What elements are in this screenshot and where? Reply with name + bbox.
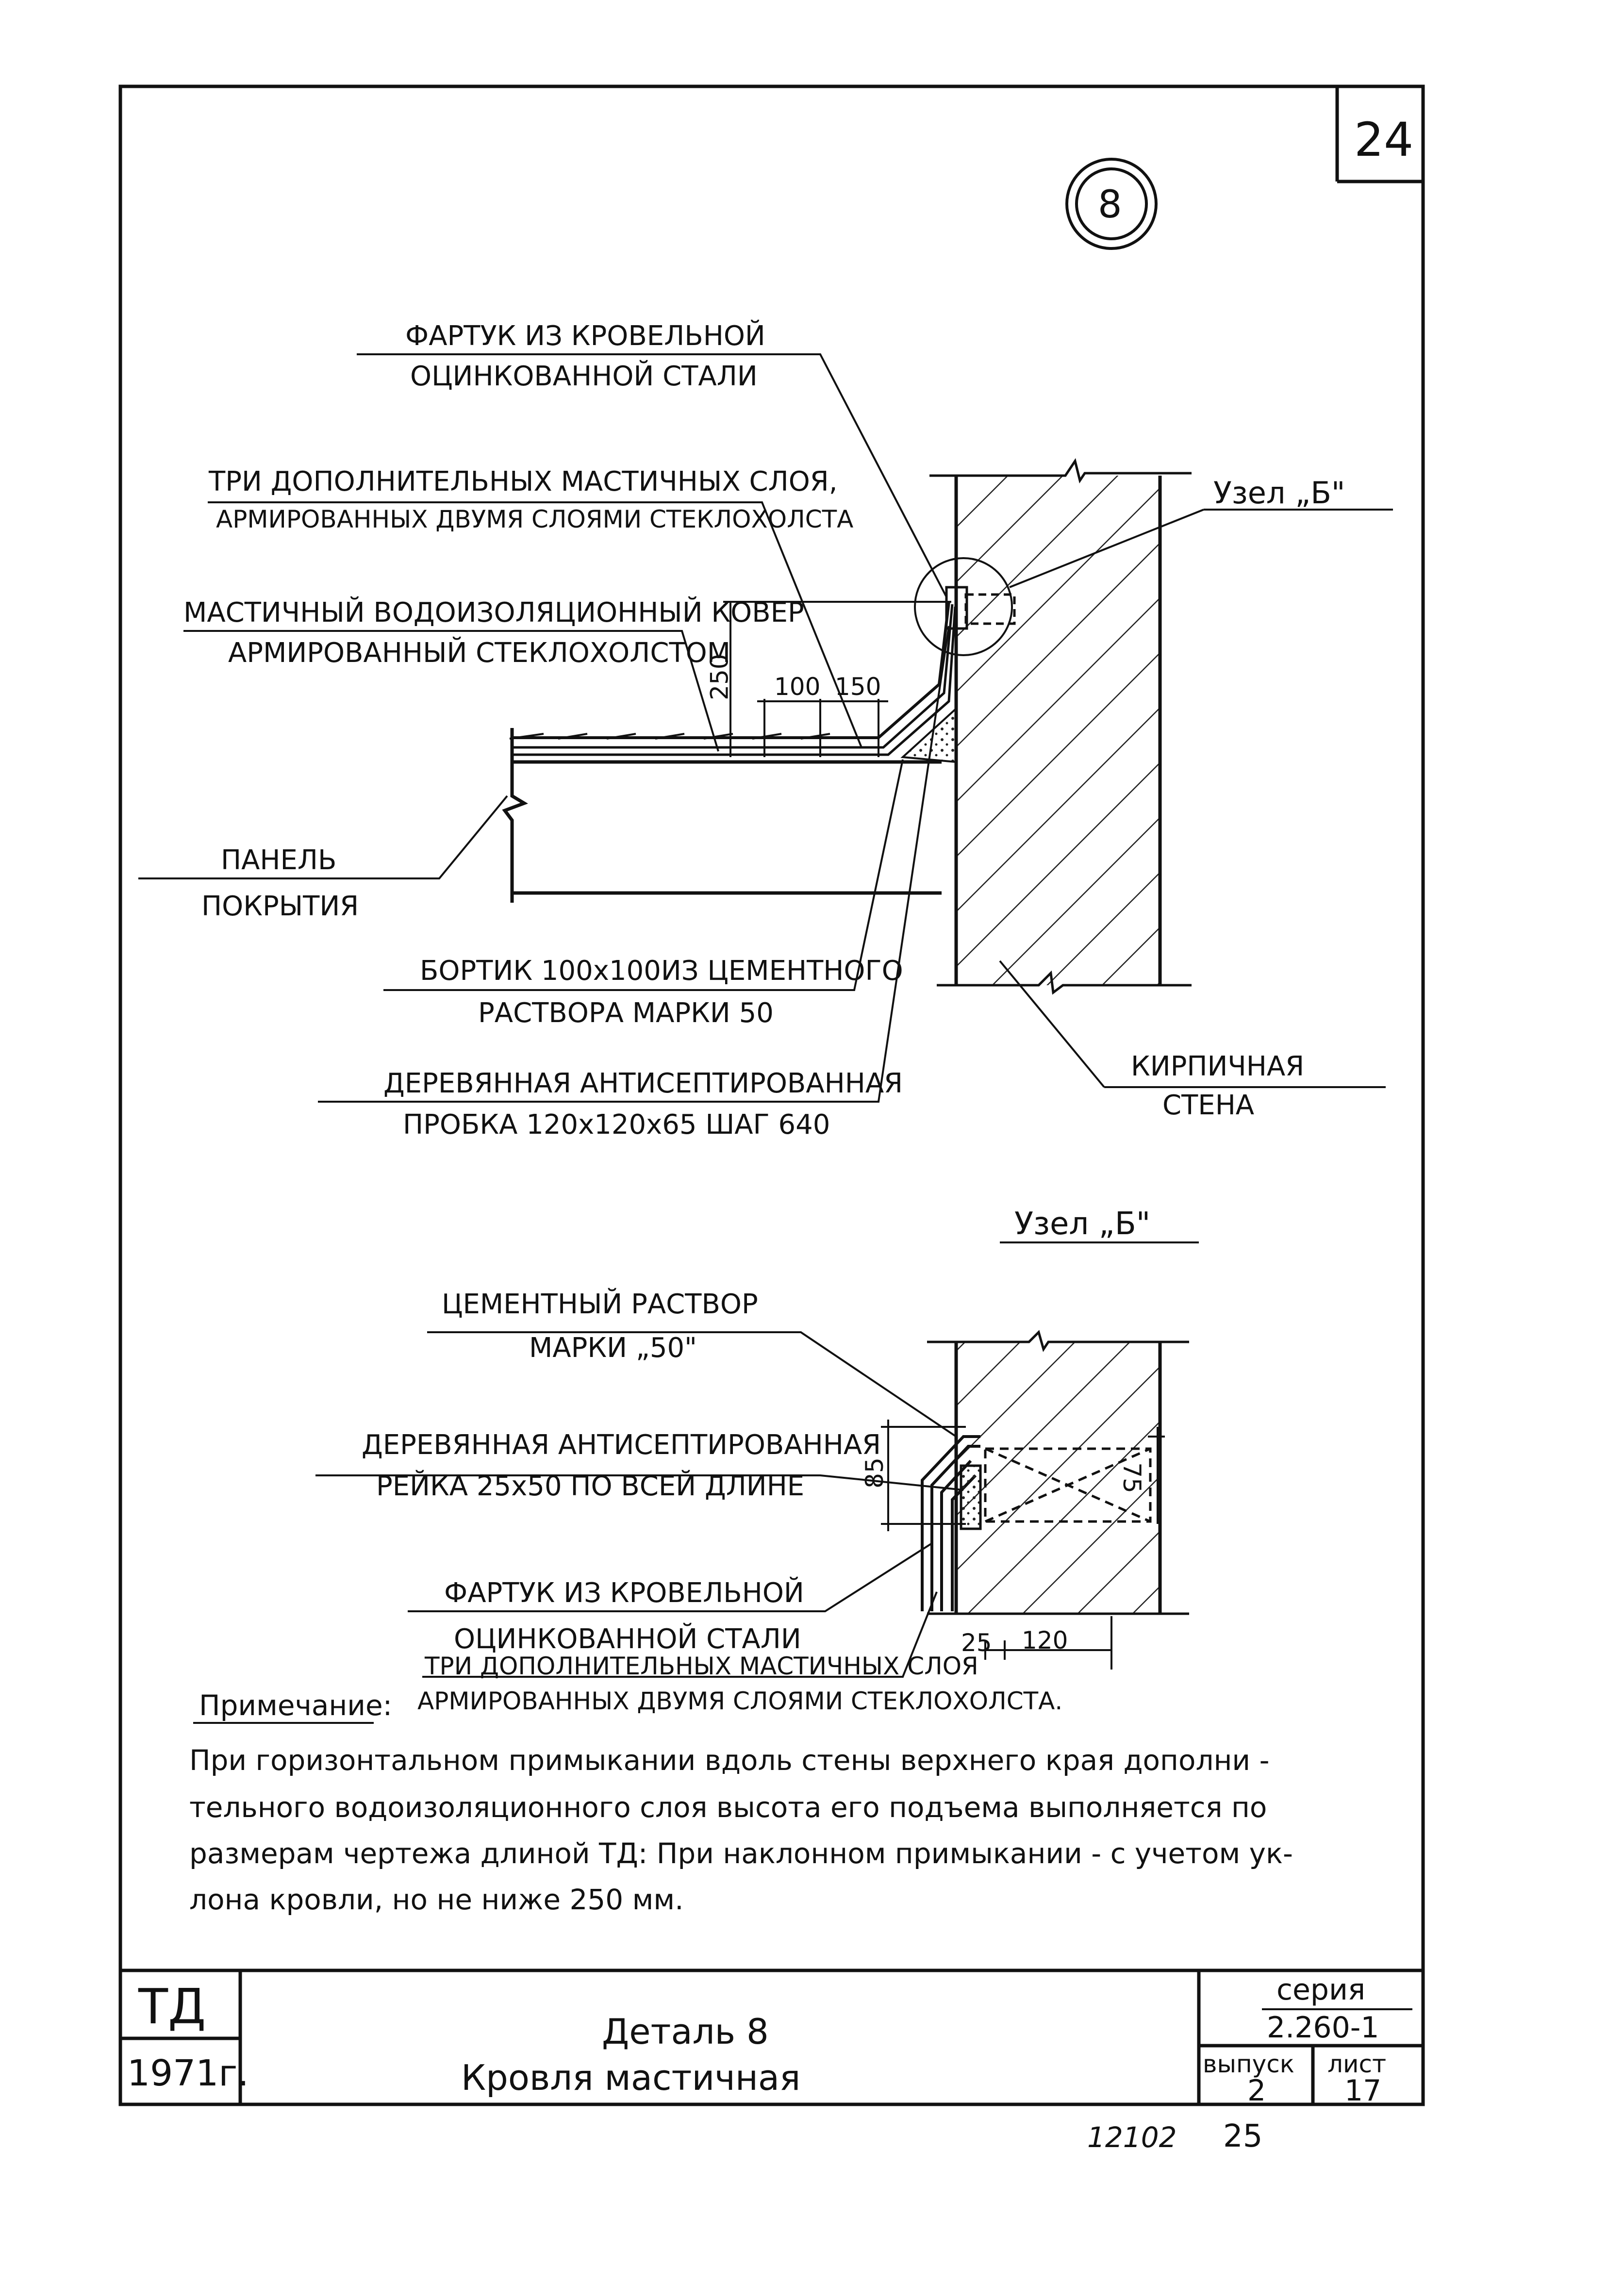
- tb-year: 1971г.: [127, 2052, 249, 2094]
- label-wall-1: КИРПИЧНАЯ: [1131, 1051, 1305, 1082]
- label-layers-1: ТРИ ДОПОЛНИТЕЛЬНЫХ МАСТИЧНЫХ СЛОЯ,: [209, 466, 838, 497]
- label-panel-1: ПАНЕЛЬ: [221, 844, 337, 876]
- tb-series-value: 2.260-1: [1267, 2011, 1379, 2045]
- note-line-3: размерам чертежа длиной ТД: При наклонно…: [189, 1837, 1293, 1870]
- note-line-2: тельного водоизоляционного слоя высота е…: [189, 1791, 1267, 1824]
- footer-page: 25: [1223, 2118, 1263, 2154]
- node-label-apron-1: ФАРТУК ИЗ КРОВЕЛЬНОЙ: [444, 1577, 804, 1609]
- dim-75: 75: [1117, 1462, 1146, 1493]
- dim-85: 85: [860, 1457, 889, 1488]
- label-plug-2: ПРОБКА 120х120х65 ШАГ 640: [403, 1109, 830, 1141]
- label-carpet-1: МАСТИЧНЫЙ ВОДОИЗОЛЯЦИОННЫЙ КОВЕР: [183, 597, 804, 628]
- label-node-ref: Узел „Б": [1213, 475, 1345, 511]
- main-leader-lines: [138, 353, 1393, 1103]
- brick-wall-node: [927, 1330, 1189, 1615]
- node-dimension-lines: [881, 1420, 1165, 1670]
- dim-250: 250: [705, 654, 734, 700]
- label-layers-2: АРМИРОВАННЫХ ДВУМЯ СЛОЯМИ СТЕКЛОХОЛСТА: [216, 505, 854, 533]
- dim-25: 25: [961, 1629, 992, 1657]
- node-label-batten-2: РЕЙКА 25х50 ПО ВСЕЙ ДЛИНЕ: [376, 1471, 805, 1502]
- tb-issue-value: 2: [1247, 2074, 1266, 2108]
- node-title: Узел „Б": [1014, 1206, 1151, 1242]
- node-leader-lines: [193, 1241, 1199, 1724]
- dim-120: 120: [1022, 1626, 1068, 1654]
- tb-title: Деталь 8: [602, 2011, 769, 2052]
- sheet-frame: [118, 84, 1425, 2106]
- tb-series-label: серия: [1276, 1973, 1366, 2007]
- main-dimension-lines: [723, 601, 951, 757]
- note-line-4: лона кровли, но не ниже 250 мм.: [189, 1883, 684, 1916]
- label-carpet-2: АРМИРОВАННЫЙ СТЕКЛОХОЛСТОМ: [228, 637, 731, 669]
- tb-sheet-label: лист: [1327, 2050, 1387, 2078]
- label-panel-2: ПОКРЫТИЯ: [201, 891, 359, 922]
- label-curb-2: РАСТВОРА МАРКИ 50: [478, 997, 774, 1029]
- label-curb-1: БОРТИК 100х100ИЗ ЦЕМЕНТНОГО: [420, 955, 903, 987]
- label-apron-1: ФАРТУК ИЗ КРОВЕЛЬНОЙ: [405, 320, 765, 352]
- node-wood-batten: [960, 1464, 982, 1530]
- note-heading: Примечание:: [199, 1689, 393, 1722]
- node-label-layers-1: ТРИ ДОПОЛНИТЕЛЬНЫХ МАСТИЧНЫХ СЛОЯ: [425, 1652, 978, 1680]
- node-b-callout-circle: [914, 557, 1013, 656]
- detail-marker-circle: [1065, 158, 1158, 250]
- brick-wall-main: [929, 458, 1192, 995]
- node-label-mortar-2: МАРКИ „50": [529, 1332, 697, 1364]
- wood-plug-main: [945, 586, 1016, 630]
- node-label-mortar-1: ЦЕМЕНТНЫЙ РАСТВОР: [442, 1289, 758, 1320]
- sheet-corner-number: 24: [1354, 113, 1414, 167]
- tb-sheet-value: 17: [1344, 2074, 1382, 2108]
- footer-code: 12102: [1087, 2121, 1177, 2154]
- dim-100: 100: [774, 673, 821, 701]
- node-label-layers-2: АРМИРОВАННЫХ ДВУМЯ СЛОЯМИ СТЕКЛОХОЛСТА.: [417, 1687, 1063, 1715]
- node-label-batten-1: ДЕРЕВЯННАЯ АНТИСЕПТИРОВАННАЯ: [362, 1429, 881, 1461]
- note-line-1: При горизонтальном примыкании вдоль стен…: [189, 1744, 1270, 1777]
- label-plug-1: ДЕРЕВЯННАЯ АНТИСЕПТИРОВАННАЯ: [383, 1068, 903, 1099]
- label-wall-2: СТЕНА: [1162, 1090, 1255, 1121]
- node-label-apron-2: ОЦИНКОВАННОЙ СТАЛИ: [454, 1623, 801, 1655]
- label-apron-2: ОЦИНКОВАННОЙ СТАЛИ: [410, 361, 758, 392]
- node-wood-plug: [984, 1447, 1152, 1523]
- tb-org: ТД: [138, 1978, 206, 2035]
- dim-150: 150: [835, 673, 881, 701]
- tb-issue-label: выпуск: [1203, 2050, 1294, 2078]
- detail-marker-number: 8: [1098, 183, 1122, 227]
- tb-subtitle: Кровля мастичная: [461, 2057, 801, 2098]
- title-block-frame: [120, 1968, 1423, 2104]
